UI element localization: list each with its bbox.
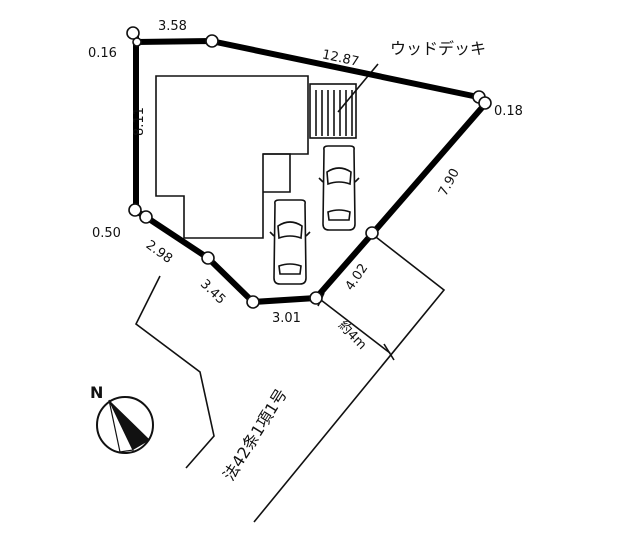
lot-boundary <box>133 32 489 305</box>
dim-label: 0.16 <box>88 46 117 61</box>
north-arrow-icon <box>96 396 154 454</box>
boundary-points <box>126 26 492 309</box>
road-type-label: 法42条1項1号 <box>219 385 291 484</box>
wood-deck <box>309 83 357 139</box>
car-icon <box>269 199 311 285</box>
dim-label: 0.18 <box>494 104 523 119</box>
dim-label: 2.98 <box>143 238 175 267</box>
dim-label: 3.58 <box>158 19 187 34</box>
dim-label: 8.11 <box>132 107 147 136</box>
car-icon <box>318 145 360 231</box>
dim-label: 3.01 <box>272 311 301 326</box>
house-annex <box>263 153 291 193</box>
deck-label: ウッドデッキ <box>390 39 486 58</box>
road-lines <box>134 233 446 523</box>
dim-label: 7.90 <box>436 166 463 199</box>
dim-label: 3.45 <box>197 277 228 308</box>
dim-label: 0.50 <box>92 226 121 241</box>
road-width-label: 約4m <box>335 318 369 353</box>
house-footprint <box>155 75 309 239</box>
north-label: N <box>90 383 103 402</box>
